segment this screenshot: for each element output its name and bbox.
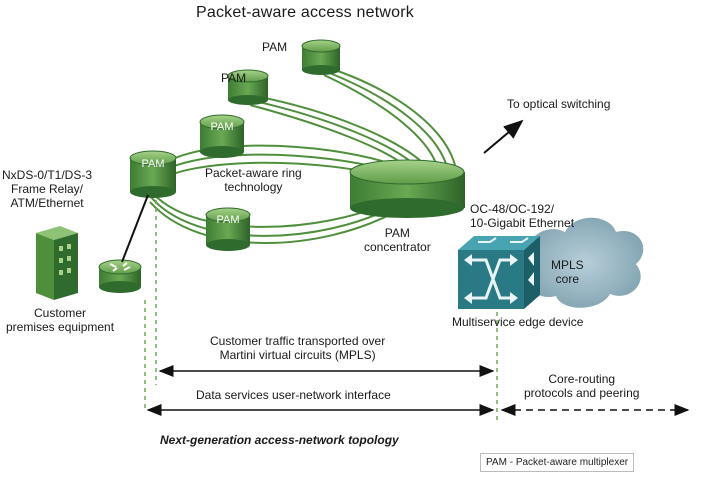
to-optical-label: To optical switching [507,97,611,111]
pam-ring-bottom-node: PAM [205,207,251,251]
ring-technology-label: Packet-aware ring technology [205,166,302,194]
pam-top-node [301,39,341,75]
legend-text: PAM - Packet-aware multiplexer [486,457,629,468]
pam-upper-label: PAM [221,71,247,85]
router-arrows-icon [109,262,131,272]
edge-device [458,236,540,309]
data-services-label: Data services user-network interface [196,388,391,402]
interfaces-label: NxDS-0/T1/DS-3 Frame Relay/ ATM/Ethernet [2,168,93,210]
pam-ring-top-node: PAM [199,114,245,158]
pam-upper-node [227,69,269,105]
mpls-cloud [525,217,644,308]
cpe-router [98,259,142,293]
customer-building [36,226,78,300]
customer-traffic-label: Customer traffic transported over Martin… [210,334,386,362]
switch-arrows-icon [466,258,516,300]
pam-ring-bottom-label: PAM [216,214,239,226]
legend-box: PAM - Packet-aware multiplexer [480,453,635,472]
optical-arrow [483,119,524,154]
pam-concentrator-node [349,159,465,218]
customer-premises-label: Customer premises equipment [6,306,115,334]
boundary-guides [144,200,498,420]
pam-ring-left-label: PAM [141,158,164,170]
oc-links-label: OC-48/OC-192/ 10-Gigabit Ethernet [470,202,575,230]
pam-ring-top-label: PAM [210,121,233,133]
multiservice-edge-label: Multiservice edge device [452,315,584,329]
diagram-title: Packet-aware access network [196,4,414,21]
pam-ring-left-node: PAM [129,150,177,198]
core-routing-label: Core-routing protocols and peering [524,372,640,400]
pam-top-label: PAM [262,40,288,54]
cpe-link [121,194,149,263]
footer-caption: Next-generation access-network topology [160,433,399,447]
pam-concentrator-label: PAM concentrator [364,226,431,254]
mpls-core-label: MPLS core [551,258,584,286]
